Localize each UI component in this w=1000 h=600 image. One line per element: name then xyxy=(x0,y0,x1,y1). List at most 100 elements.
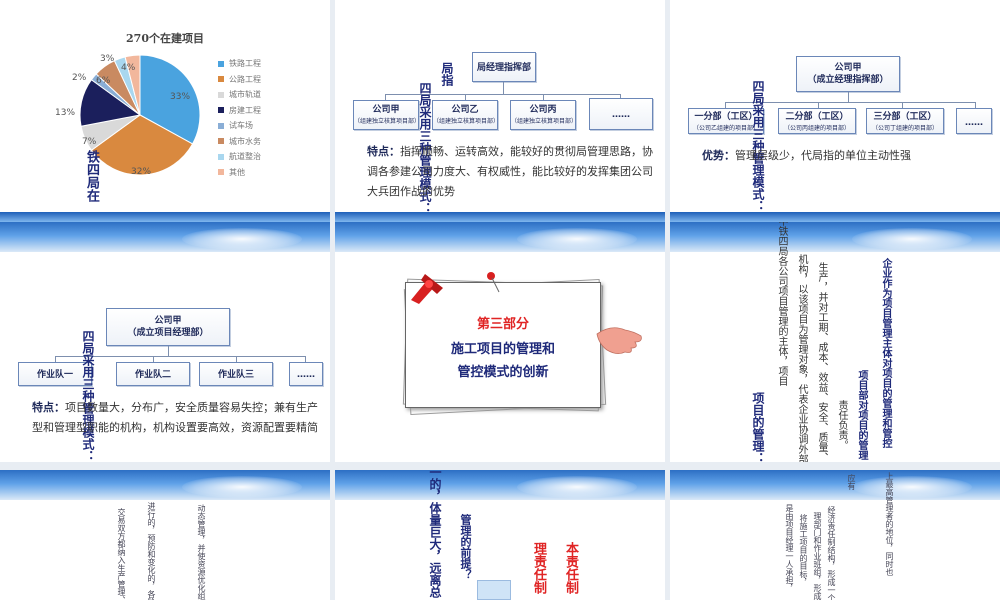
org-child-name: 作业队二 xyxy=(134,370,171,380)
org-root-label: 公司甲 xyxy=(834,63,862,73)
chart-legend: 铁路工程公路工程城市轨道房建工程试车场城市水务航道整治其他 xyxy=(218,56,261,180)
org-connector xyxy=(153,356,154,362)
org-child-box: 公司丙 （组建独立核算项目部） xyxy=(510,100,578,130)
body-column: 责任负责。 xyxy=(836,400,847,450)
legend-label: 城市水务 xyxy=(229,136,261,146)
slide-thumbnail-2[interactable]: 局经理指挥部 公司甲 （组建独立核算项目部） 公司乙 （组建独立核算项目部） 公… xyxy=(335,0,665,240)
org-connector xyxy=(465,94,466,100)
section-title-line-1: 施工项目的管理和 xyxy=(450,342,555,357)
hand-icon xyxy=(596,327,642,354)
org-child-sub: （组建独立核算项目部） xyxy=(433,118,500,126)
legend-label: 铁路工程 xyxy=(229,59,261,69)
slide-footer-band xyxy=(670,212,1000,222)
slide-vertical-title: 铁四局在 xyxy=(84,150,99,202)
slide-thumbnail-8[interactable]: 性一的，体量巨大，远离总 管理的前提？ 理责任制 本责任制 xyxy=(335,470,665,600)
org-connector xyxy=(620,94,621,100)
legend-item: 航道整治 xyxy=(218,149,261,165)
org-child-box: 作业队一 xyxy=(18,362,92,386)
body-column: 中铁四局各公司项目管理的主体，项目 xyxy=(776,222,787,386)
org-connector xyxy=(503,82,504,94)
legend-swatch xyxy=(218,153,224,160)
slide-header-band xyxy=(0,470,330,500)
slide-thumbnail-5[interactable]: 第三部分 施工项目的管理和 管控模式的创新 xyxy=(335,222,665,462)
org-root-label: 局经理指挥部 xyxy=(476,63,531,73)
org-root-label: 公司甲 xyxy=(154,316,182,326)
slide-header-band xyxy=(335,470,665,500)
legend-label: 房建工程 xyxy=(229,105,261,115)
org-connector xyxy=(725,102,975,103)
pie-slice-label: 13% xyxy=(55,108,76,118)
org-child-sub: （组建独立核算项目部） xyxy=(511,118,578,126)
body-column: 进行的，预防和变化的，各阶段管理 xyxy=(147,502,156,600)
body-column: 经济责任制结构，形成一个 xyxy=(827,506,836,600)
pie-slice xyxy=(139,54,201,145)
slide-thumbnail-4[interactable]: 公司甲 （成立项目经理部） 作业队一 作业队二 作业队三 …… 四局采用三种管理… xyxy=(0,222,330,462)
slide-thumbnail-1[interactable]: 270个在建项目 铁路工程公路工程城市轨道房建工程试车场城市水务航道整治其他 铁… xyxy=(0,0,330,240)
body-column-red: 本责任制 xyxy=(563,542,578,594)
legend-label: 航道整治 xyxy=(229,152,261,162)
org-child-box: 三分部（工区） （公司丁组建的项目部） xyxy=(866,108,944,134)
org-connector xyxy=(725,102,726,108)
body-column: 应有 xyxy=(847,474,856,490)
slide-footer-band xyxy=(335,212,665,222)
org-root-sub: （成立经理指挥部） xyxy=(807,75,889,86)
org-connector xyxy=(385,94,620,95)
slide-vertical-title: 项目的管理： xyxy=(751,392,765,462)
body-column: 动态管理，并使资源优化组合，以 xyxy=(197,504,206,600)
legend-swatch xyxy=(218,91,224,98)
slide-thumbnail-9[interactable]: 是由项目经理一人承担， 将施工项目的目标， 理部门和作业班组，形成 经济责任制结… xyxy=(670,470,1000,600)
body-label: 特点： xyxy=(367,145,400,158)
org-child-sub: （公司乙组建的项目部） xyxy=(692,125,759,133)
legend-swatch xyxy=(218,107,224,114)
org-child-name: 作业队三 xyxy=(217,370,254,380)
diagram-shape xyxy=(477,580,511,600)
pie-slice-label: 32% xyxy=(131,167,152,177)
org-child-box: 作业队三 xyxy=(199,362,273,386)
org-child-sub: （公司丙组建的项目部） xyxy=(783,125,850,133)
slide-body-text: 优势：管理层级少，代局指的单位主动性强 xyxy=(702,146,992,166)
pie-slice-label: 33% xyxy=(170,92,191,102)
body-column: 机构，以该项目为管理对象，代表企业协调外部关 xyxy=(796,254,807,462)
org-connector xyxy=(55,356,305,357)
body-column-red: 理责任制 xyxy=(531,542,546,594)
body-label: 优势： xyxy=(702,149,735,162)
body-column-bold: 企业作为项目管理主体对项目的管理和管控 xyxy=(880,258,891,448)
legend-item: 城市水务 xyxy=(218,134,261,150)
legend-swatch xyxy=(218,76,224,83)
pie-chart xyxy=(79,54,201,176)
slide-vertical-title: 四局采用三种管理模式： xyxy=(751,80,765,212)
org-child-box: 公司甲 （组建独立核算项目部） xyxy=(353,100,421,130)
org-connector xyxy=(818,102,819,108)
org-connector xyxy=(385,94,386,100)
slide-thumbnail-7[interactable]: 交易双方都纳入生产管理、生产资 进行的，预防和变化的，各阶段管理 动态管理，并使… xyxy=(0,470,330,600)
pie-slice-label: 3% xyxy=(100,54,115,64)
legend-item: 铁路工程 xyxy=(218,56,261,72)
body-column: 是由项目经理一人承担， xyxy=(785,504,794,592)
org-child-sub: （组建独立核算项目部） xyxy=(354,118,421,126)
section-title-line-2: 管控模式的创新 xyxy=(457,365,549,380)
pie-slice xyxy=(90,114,194,176)
org-child-box: …… xyxy=(289,362,323,386)
slide-thumbnail-6[interactable]: 项目的管理： 中铁四局各公司项目管理的主体，项目 机构，以该项目为管理对象，代表… xyxy=(670,222,1000,462)
org-child-box: 二分部（工区） （公司丙组建的项目部） xyxy=(778,108,856,134)
legend-swatch xyxy=(218,169,224,176)
org-child-name: 公司甲 xyxy=(372,105,400,115)
org-child-box: …… xyxy=(589,98,653,130)
org-connector xyxy=(305,356,306,362)
org-connector xyxy=(168,346,169,356)
body-content: 项目数量大，分布广，安全质量容易失控；兼有生产型和管理型职能的机构，机构设置要高… xyxy=(32,401,318,434)
body-column-bold: 管理的前提？ xyxy=(459,514,472,580)
org-child-box: 一分部（工区） （公司乙组建的项目部） xyxy=(688,108,764,134)
chart-title: 270个在建项目 xyxy=(126,32,204,45)
slide-thumbnail-3[interactable]: 公司甲 （成立经理指挥部） 一分部（工区） （公司乙组建的项目部） 二分部（工区… xyxy=(670,0,1000,240)
slide-vertical-title: 四局采用三种管理模式： xyxy=(418,82,432,214)
org-child-name: 公司乙 xyxy=(451,105,479,115)
slide-header-band xyxy=(0,222,330,252)
body-column: 生产，并对工期、成本、效益、安全、质量、 xyxy=(816,262,827,462)
slide-header-band xyxy=(670,222,1000,252)
legend-label: 其他 xyxy=(229,167,245,177)
body-content: 指挥顺畅、运转高效，能较好的贯彻局管理思路，协调各参建公司力度大、有权威性，能比… xyxy=(367,145,653,198)
slide-vertical-title: 四局采用三种管理模式： xyxy=(81,330,95,462)
legend-label: 试车场 xyxy=(229,121,253,131)
org-child-box: 公司乙 （组建独立核算项目部） xyxy=(432,100,500,130)
